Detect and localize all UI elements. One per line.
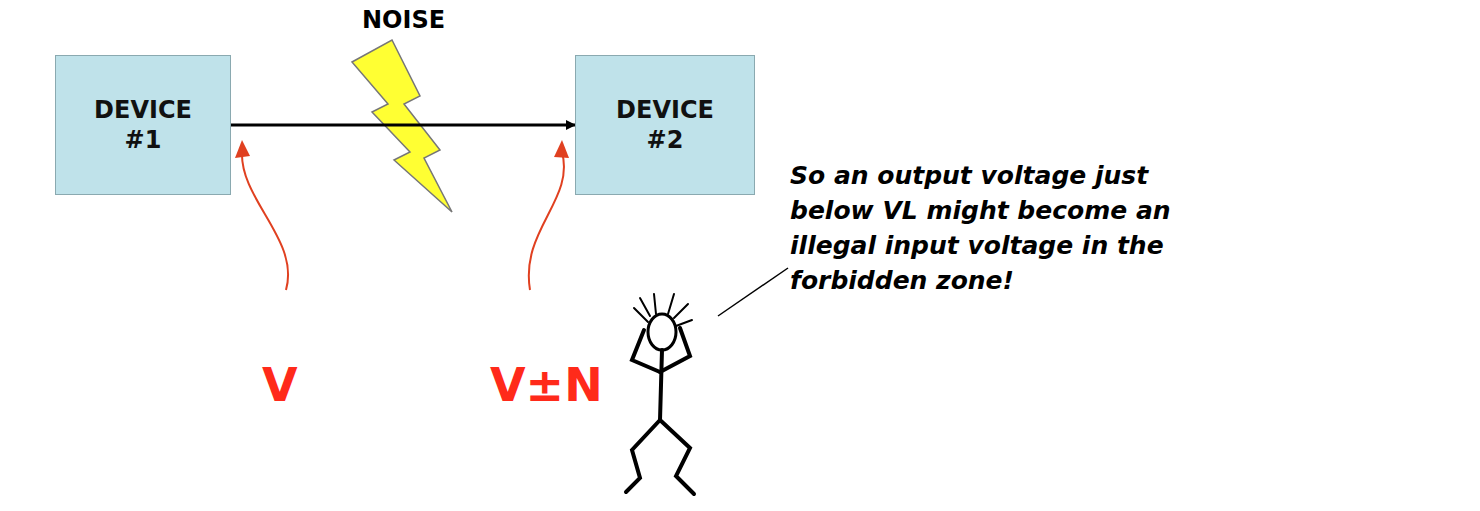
device-box: DEVICE #1	[55, 55, 231, 195]
noise-label: NOISE	[362, 6, 445, 34]
pointer-arrow	[242, 152, 288, 290]
leader-line	[718, 268, 788, 316]
signal-label: V±N	[490, 358, 603, 412]
callout-note: So an output voltage just below VL might…	[790, 158, 1220, 298]
stick-figure	[626, 294, 694, 494]
pointer-arrow	[529, 152, 564, 290]
arrow-head	[235, 140, 250, 158]
signal-wire	[231, 124, 575, 127]
arrow-head	[554, 140, 569, 158]
device-label: DEVICE #2	[605, 95, 725, 155]
signal-label: V	[262, 358, 298, 412]
device-label: DEVICE #1	[83, 95, 203, 155]
device-box: DEVICE #2	[575, 55, 755, 195]
